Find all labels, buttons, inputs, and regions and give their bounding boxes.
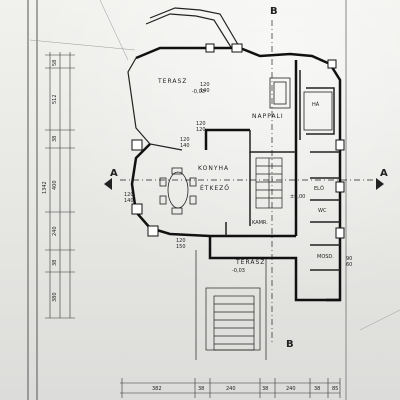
window-marks: [131, 43, 345, 239]
left-dim-7: 1342: [42, 181, 48, 194]
opening-dim-8: 140: [124, 198, 134, 204]
opening-dim-7: 120: [124, 192, 134, 198]
opening-dim-11: 90: [346, 256, 352, 262]
opening-dim-10: 150: [176, 244, 186, 250]
level-note-top: -0,03: [192, 89, 205, 95]
room-label-nappali: NAPPALI: [252, 113, 284, 120]
room-label-etkezo: ÉTKEZŐ: [200, 184, 230, 192]
left-dim-3: 400: [52, 180, 58, 190]
room-label-terasz-top: TERASZ: [157, 78, 187, 85]
left-dim-6: 380: [52, 292, 58, 302]
room-label-konyha: KONYHA: [198, 165, 229, 172]
living-furniture: [269, 77, 333, 131]
level-note-center: ±0,00: [290, 194, 305, 200]
section-marker-a-left: A: [110, 168, 118, 179]
opening-dim-6: 140: [180, 143, 190, 149]
exterior-stair: [195, 250, 267, 360]
left-dim-4: 240: [52, 226, 58, 236]
bottom-dim-6: 85: [332, 386, 338, 392]
bottom-dimension-chain: [120, 378, 341, 398]
construction-lines: [29, 0, 400, 331]
opening-dim-4: 120: [196, 127, 206, 133]
opening-dim-2: 140: [200, 88, 210, 94]
page-border: [27, 0, 347, 400]
bottom-dim-3: 38: [262, 386, 268, 392]
section-marker-b-bottom: B: [286, 339, 294, 350]
left-dim-1: 512: [52, 94, 58, 104]
section-marker-a-right: A: [380, 168, 388, 179]
room-label-wc: WC: [318, 208, 327, 214]
room-label-eloszoba: ELŐ: [314, 185, 324, 192]
bottom-dim-1: 38: [198, 386, 204, 392]
left-dimension-chain: [45, 52, 75, 319]
bottom-dim-5: 38: [314, 386, 320, 392]
room-label-ha: HÁ: [312, 101, 320, 108]
level-note-bottom: -0,03: [232, 268, 245, 274]
section-arrows: [104, 178, 384, 190]
interior-walls: [225, 70, 340, 271]
bottom-dim-2: 240: [226, 386, 236, 392]
opening-dim-9: 120: [176, 238, 186, 244]
opening-dim-3: 120: [196, 121, 206, 127]
opening-dim-1: 120: [200, 82, 210, 88]
left-dim-5: 38: [52, 260, 58, 266]
top-terrace: [127, 7, 241, 151]
opening-dim-12: 60: [346, 262, 352, 268]
dining-table: [159, 167, 197, 215]
room-label-mosdo: MOSD.: [317, 254, 334, 260]
section-marker-b-top: B: [270, 6, 278, 17]
interior-stair: [255, 157, 283, 209]
room-label-terasz-bottom: TERASZ: [235, 259, 265, 266]
left-dim-0: 58: [52, 60, 58, 66]
bottom-dim-4: 240: [286, 386, 296, 392]
bottom-dim-0: 382: [152, 386, 162, 392]
left-dim-2: 38: [52, 136, 58, 142]
room-label-kamra: KAMR.: [252, 220, 268, 226]
opening-dim-5: 120: [180, 137, 190, 143]
